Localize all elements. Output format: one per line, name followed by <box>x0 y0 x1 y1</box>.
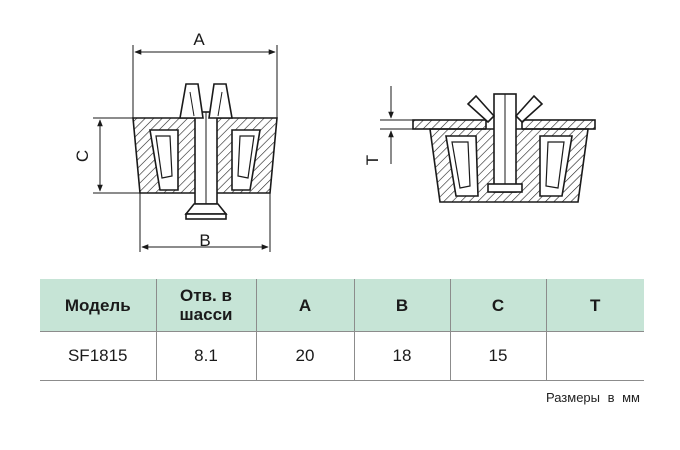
cell-t <box>546 331 644 381</box>
table-header-row: Модель Отв. в шасси A B C T <box>40 279 644 332</box>
header-model: Модель <box>40 279 157 332</box>
dim-label-c: C <box>73 150 92 162</box>
header-a: A <box>256 279 355 332</box>
cell-c: 15 <box>450 331 547 381</box>
spec-table: Модель Отв. в шасси A B C T SF1815 8.1 2… <box>40 279 644 381</box>
right-view-drawing <box>380 86 596 203</box>
units-footnote: Размеры в мм <box>545 390 640 405</box>
cell-a: 20 <box>256 331 355 381</box>
header-hole: Отв. в шасси <box>156 279 257 332</box>
header-hole-line2: шасси <box>179 305 233 324</box>
table-row: SF1815 8.1 20 18 15 <box>40 331 644 381</box>
cell-b: 18 <box>354 331 451 381</box>
header-c: C <box>450 279 547 332</box>
dim-label-t: T <box>363 155 382 165</box>
header-t: T <box>546 279 644 332</box>
cell-model: SF1815 <box>40 331 157 381</box>
header-b: B <box>354 279 451 332</box>
header-hole-line1: Отв. в <box>180 286 232 305</box>
dim-label-a: A <box>193 30 205 49</box>
cell-hole: 8.1 <box>156 331 257 381</box>
technical-drawings: A B C T <box>73 30 596 252</box>
left-view-drawing <box>93 45 278 252</box>
dim-label-b: B <box>199 231 210 250</box>
